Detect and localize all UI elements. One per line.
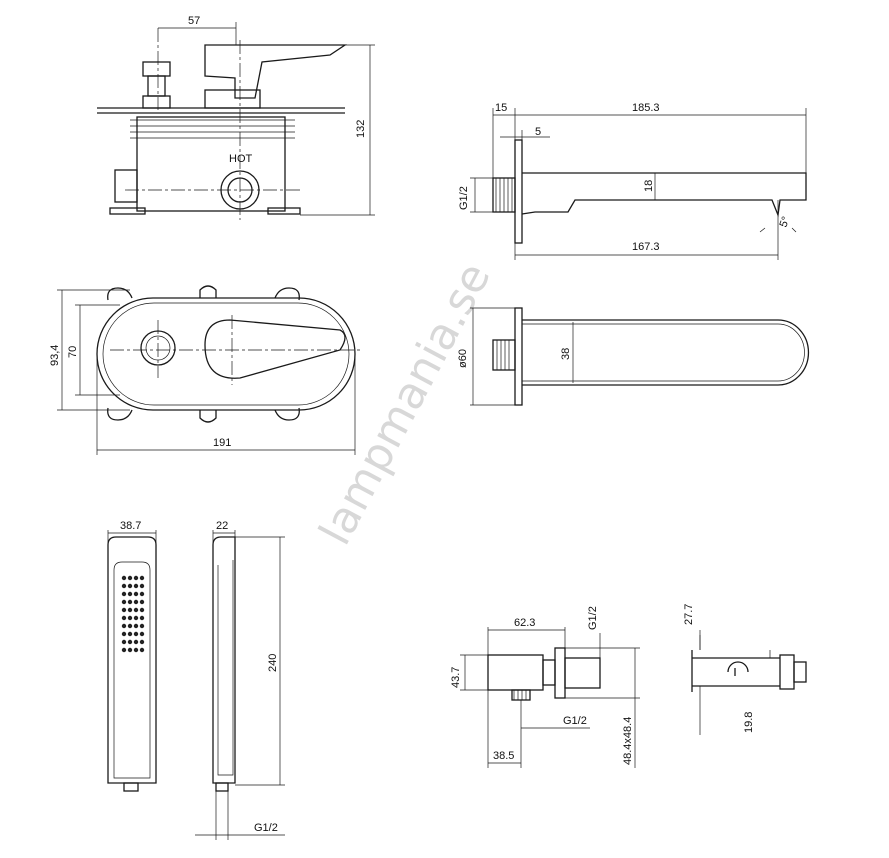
dim-185-3: 185.3 [632,102,660,114]
dim-70: 70 [67,346,79,358]
dim-43-7: 43.7 [450,667,462,688]
dim-22: 22 [216,520,228,532]
nozzle-dot [139,647,145,653]
nozzle-dot [121,647,127,653]
dim-o60: ø60 [457,349,469,368]
nozzle-dot [139,575,145,581]
nozzle-dot [133,583,139,589]
nozzle-dot [121,591,127,597]
dim-38: 38 [560,348,572,360]
nozzle-dot [127,615,133,621]
dim-18: 18 [643,180,655,192]
dim-240: 240 [267,654,279,672]
mixer-front-view [57,285,360,455]
nozzle-dot [133,615,139,621]
dim-62-3: 62.3 [514,617,535,629]
nozzle-dot [127,599,133,605]
dim-191: 191 [213,437,231,449]
nozzle-dot [127,631,133,637]
dim-thread-hand: G1/2 [254,822,278,834]
nozzle-dot [139,623,145,629]
wall-outlet-view [460,627,640,768]
nozzle-dot [121,623,127,629]
nozzle-dot [121,599,127,605]
nozzle-dot [121,575,127,581]
nozzle-dot [139,599,145,605]
mixer-side-view [97,22,375,220]
dim-93-4: 93,4 [49,345,61,366]
dim-5: 5 [535,126,541,138]
nozzle-dot [133,631,139,637]
dim-38-7: 38.7 [120,520,141,532]
nozzle-dot [121,631,127,637]
spout-side-view [470,108,807,260]
nozzle-dot [133,607,139,613]
hand-shower-views [107,530,285,840]
nozzle-dot [133,623,139,629]
nozzle-dot [133,639,139,645]
dim-48-4: 48.4x48.4 [622,717,634,765]
nozzle-dot [121,615,127,621]
dim-132: 132 [355,120,367,138]
dim-thread-outlet-bottom: G1/2 [563,715,587,727]
dim-57: 57 [188,15,200,27]
nozzle-dot [139,631,145,637]
watermark: lampmania.se [310,255,501,553]
nozzle-dot [139,583,145,589]
nozzle-dot [127,575,133,581]
holder-view [691,630,807,735]
dim-thread-outlet-top: G1/2 [587,606,599,630]
nozzle-dot [121,607,127,613]
nozzle-dot [139,607,145,613]
nozzle-dot [139,615,145,621]
nozzle-dot [127,607,133,613]
nozzle-dot [127,639,133,645]
nozzle-dot [139,591,145,597]
dim-38-5: 38.5 [493,750,514,762]
nozzle-dot [133,575,139,581]
dim-19-8: 19.8 [743,712,755,733]
nozzle-dot [133,591,139,597]
nozzle-dot [127,647,133,653]
nozzle-dot [127,623,133,629]
nozzle-dot [127,591,133,597]
nozzle-dot [127,583,133,589]
nozzle-dot [121,583,127,589]
dim-15: 15 [495,102,507,114]
nozzle-dot [133,647,139,653]
dim-167-3: 167.3 [632,241,660,253]
nozzle-dot [133,599,139,605]
dim-thread-spout: G1/2 [458,186,470,210]
nozzle-dot [139,639,145,645]
dim-27-7: 27.7 [683,604,695,625]
dim-angle: 5° [778,215,793,229]
nozzle-dot [121,639,127,645]
spout-top-view [470,307,810,406]
hot-label: HOT [229,153,253,165]
